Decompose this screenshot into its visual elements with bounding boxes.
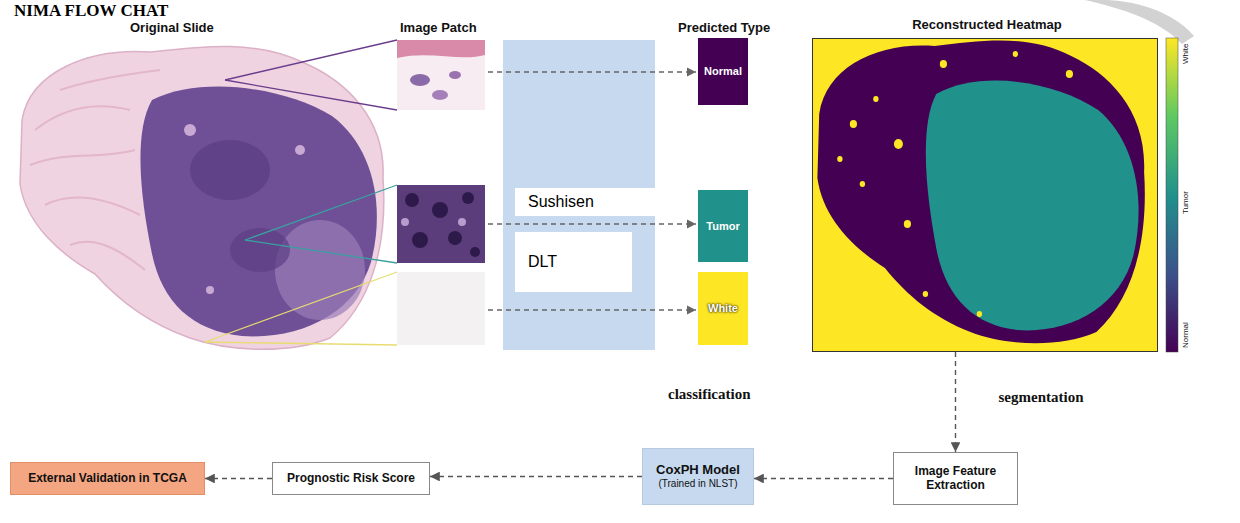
colorbar-tick: White	[1182, 44, 1191, 64]
color-bar	[1166, 38, 1178, 352]
diagram-title: NIMA FLOW CHAT	[14, 2, 168, 21]
colorbar-tick: Tumor	[1182, 191, 1191, 214]
heatmap-panel: Reconstructed Heatmap	[812, 18, 1162, 352]
flow-connector	[205, 478, 272, 479]
box-text: Prognostic Risk Score	[287, 472, 415, 486]
edge-label: segmentation	[996, 388, 1087, 407]
box-text: CoxPH Model	[656, 463, 740, 478]
column-heading: Original Slide	[130, 21, 214, 35]
colorbar-tick: Normal	[1182, 322, 1191, 348]
image-patches	[397, 40, 485, 345]
box-text: Sushisen	[528, 193, 594, 211]
class-box: Tumor	[698, 190, 748, 262]
flow-connector	[430, 476, 642, 477]
process-box: Image Feature Extraction	[893, 452, 1018, 505]
model-box: CoxPH Model(Trained in NLST)	[642, 448, 754, 505]
box-text: White	[708, 302, 738, 315]
column-heading: Image Patch	[400, 21, 477, 35]
flow-connector	[754, 478, 893, 479]
box-text: Tumor	[706, 220, 739, 233]
box-text: Image Feature Extraction	[902, 465, 1009, 493]
process-box: Prognostic Risk Score	[272, 462, 430, 495]
box-text: External Validation in TCGA	[28, 472, 187, 486]
stage-label: classification	[668, 386, 751, 403]
box-text: Normal	[704, 65, 742, 78]
box-subtext: (Trained in NLST)	[658, 478, 737, 490]
watermark-shape	[1085, 0, 1194, 44]
slide-illustration	[20, 46, 384, 349]
box-text: Reconstructed Heatmap	[912, 18, 1062, 33]
process-box: External Validation in TCGA	[10, 462, 205, 495]
column-heading: Predicted Type	[678, 21, 770, 35]
model-name-box: DLT	[515, 232, 632, 292]
box-text: DLT	[528, 253, 557, 271]
flow-connector	[955, 352, 956, 452]
heatmap-image	[812, 38, 1158, 352]
class-box: Normal	[698, 38, 748, 105]
leader-lines	[205, 40, 397, 345]
class-box: White	[698, 272, 748, 345]
patch-arrows	[488, 72, 696, 310]
model-name-box: Sushisen	[515, 188, 657, 216]
